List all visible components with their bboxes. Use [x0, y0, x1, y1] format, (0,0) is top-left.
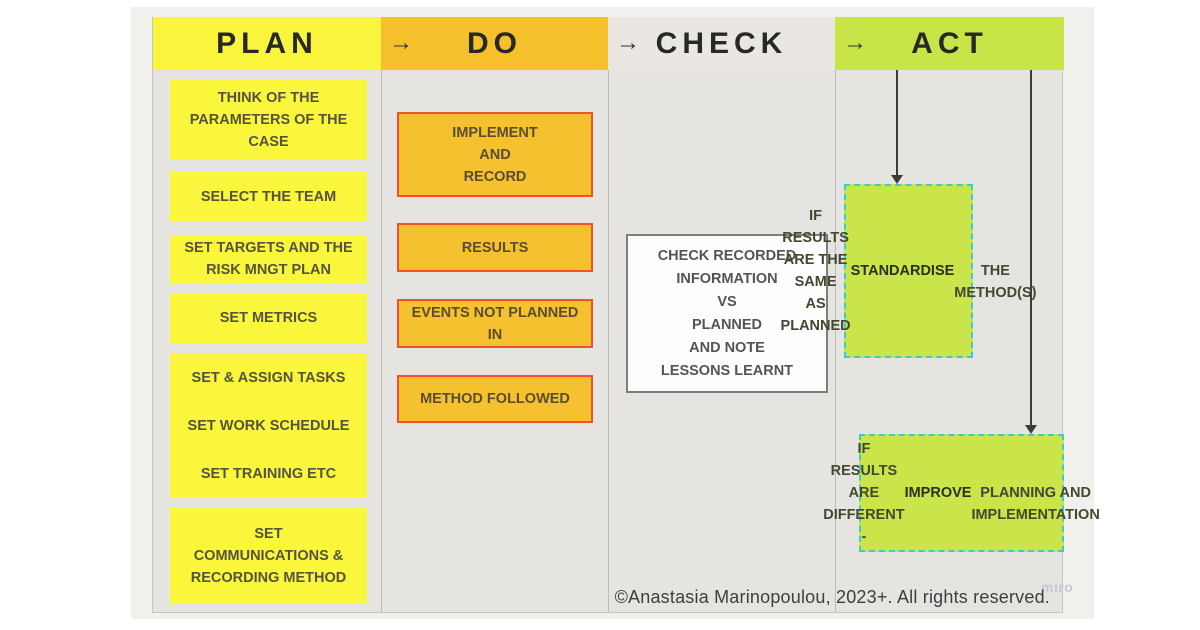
flow-arrow-icon: →: [843, 28, 867, 56]
plan-box-select-team: SELECT THE TEAM: [170, 172, 367, 221]
column-divider: [381, 70, 382, 612]
do-box-method-followed: METHOD FOLLOWED: [397, 375, 593, 423]
plan-box-metrics: SET METRICS: [170, 293, 367, 343]
act-header-label: ACT: [911, 26, 988, 60]
column-header-plan: PLAN: [153, 17, 381, 70]
plan-header-label: PLAN: [216, 26, 318, 60]
down-arrow-icon: [891, 70, 903, 184]
arrow-shaft: [1030, 70, 1032, 427]
copyright-text: ©Anastasia Marinopoulou, 2023+. All righ…: [614, 587, 1050, 607]
flow-arrow-icon: →: [389, 28, 413, 56]
down-arrow-icon: [1025, 70, 1037, 434]
do-header-label: DO: [467, 26, 522, 60]
miro-watermark: miro: [1041, 579, 1074, 595]
arrow-head: [891, 175, 903, 184]
flow-arrow-icon: →: [616, 28, 640, 56]
do-box-results: RESULTS: [397, 223, 593, 272]
arrow-shaft: [896, 70, 898, 177]
column-divider: [835, 70, 836, 612]
check-header-label: CHECK: [655, 26, 788, 60]
column-divider: [608, 70, 609, 612]
column-header-do: → DO: [381, 17, 608, 70]
column-header-check: → CHECK: [608, 17, 835, 70]
arrow-head: [1025, 425, 1037, 434]
column-header-act: → ACT: [835, 17, 1064, 70]
